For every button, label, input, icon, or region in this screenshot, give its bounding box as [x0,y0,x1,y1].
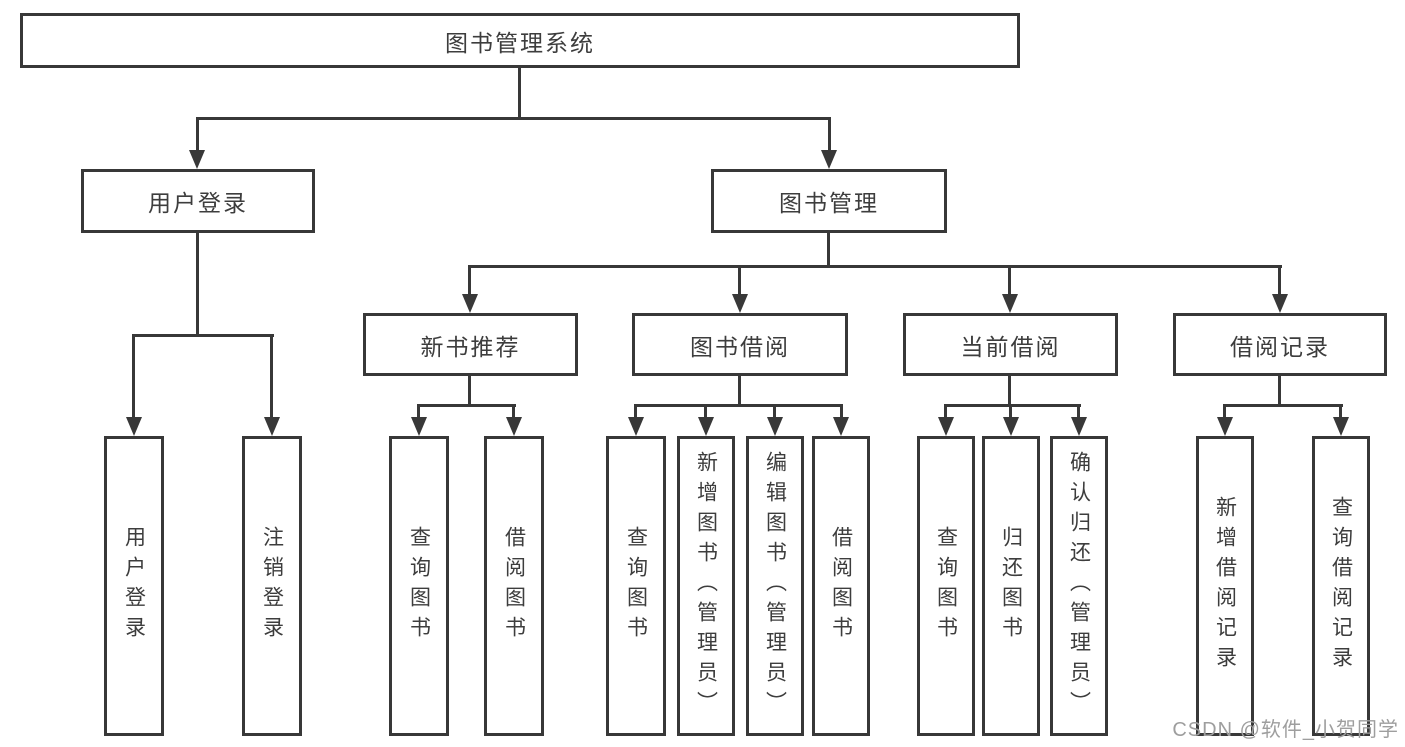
connector-to-leaf-user-login [132,334,135,418]
arrow-to-new-book [462,294,478,313]
connector-to-current-borrow [1008,265,1011,297]
leaf-logout-login: 注销登录 [242,436,302,736]
connector-to-book-management [828,117,831,152]
arrow-to-borrow-add [698,417,714,436]
connector-to-records-add [1223,404,1226,419]
leaf-user-login: 用户登录 [104,436,164,736]
leaf-current-query-books: 查询图书 [917,436,975,736]
node-new-book-recommend: 新书推荐 [363,313,578,376]
connector-to-borrow-add [704,404,707,419]
connector-to-current-return [1009,404,1012,419]
leaf-borrow-borrow-books: 借阅图书 [812,436,870,736]
connector-to-records-query [1339,404,1342,419]
connector-user-login-bus [133,334,274,337]
connector-to-newbook-query [417,404,420,419]
arrow-to-leaf-user-login [126,417,142,436]
arrow-to-borrow-borrow [833,417,849,436]
leaf-borrow-edit-books-admin: 编辑图书（管理员） [746,436,804,736]
arrow-to-leaf-logout [264,417,280,436]
leaf-current-confirm-return-admin: 确认归还（管理员） [1050,436,1108,736]
arrow-to-newbook-query [411,417,427,436]
arrow-to-newbook-borrow [506,417,522,436]
connector-book-management-bus [468,265,1282,268]
connector-current-borrow-stem [1008,376,1011,407]
connector-root-bus [196,117,831,120]
leaf-current-return-books: 归还图书 [982,436,1040,736]
node-library-management-system: 图书管理系统 [20,13,1020,68]
connector-to-borrow-borrow [840,404,843,419]
connector-borrow-records-bus [1223,404,1343,407]
connector-to-leaf-logout [270,334,273,418]
connector-user-login-stem [196,233,199,337]
connector-new-book-stem [468,376,471,407]
connector-to-book-borrow [738,265,741,297]
connector-to-newbook-borrow [512,404,515,419]
connector-to-borrow-edit [773,404,776,419]
connector-current-borrow-bus [944,404,1081,407]
arrow-to-records-add [1217,417,1233,436]
node-book-borrow: 图书借阅 [632,313,848,376]
connector-to-current-confirm [1077,404,1080,419]
arrow-to-borrow-records [1272,294,1288,313]
leaf-records-query-borrow-record: 查询借阅记录 [1312,436,1370,736]
leaf-borrow-query-books: 查询图书 [606,436,666,736]
arrow-to-current-return [1003,417,1019,436]
connector-to-borrow-query [634,404,637,419]
connector-book-borrow-stem [738,376,741,407]
node-current-borrow: 当前借阅 [903,313,1118,376]
node-borrow-records: 借阅记录 [1173,313,1387,376]
leaf-newbook-query-books: 查询图书 [389,436,449,736]
connector-borrow-records-stem [1278,376,1281,407]
connector-to-user-login [196,117,199,152]
connector-new-book-bus [417,404,516,407]
connector-to-new-book [468,265,471,297]
arrow-to-book-management [821,150,837,169]
connector-book-management-stem [827,233,830,268]
arrow-to-records-query [1333,417,1349,436]
arrow-to-current-borrow [1002,294,1018,313]
leaf-records-add-borrow-record: 新增借阅记录 [1196,436,1254,736]
connector-to-current-query [944,404,947,419]
watermark: CSDN @软件_小贺同学 [1172,719,1399,741]
connector-root-stem [518,68,521,119]
arrow-to-current-query [938,417,954,436]
leaf-borrow-add-books-admin: 新增图书（管理员） [677,436,735,736]
leaf-newbook-borrow-books: 借阅图书 [484,436,544,736]
arrow-to-borrow-edit [767,417,783,436]
node-book-management: 图书管理 [711,169,947,233]
connector-to-borrow-records [1278,265,1281,297]
arrow-to-user-login [189,150,205,169]
arrow-to-current-confirm [1071,417,1087,436]
arrow-to-book-borrow [732,294,748,313]
arrow-to-borrow-query [628,417,644,436]
node-user-login: 用户登录 [81,169,315,233]
connector-book-borrow-bus [634,404,843,407]
